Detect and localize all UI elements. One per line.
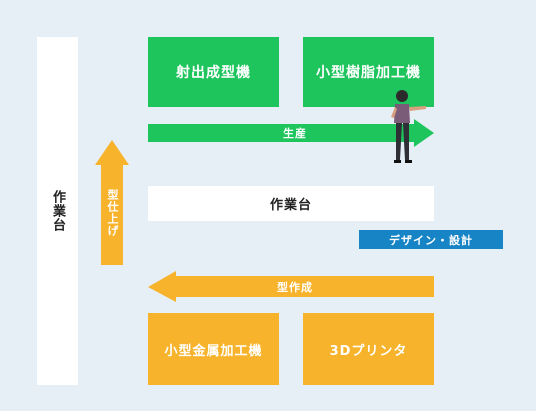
injection-molding-machine: 射出成型機	[148, 37, 279, 107]
workbench-center-label: 作業台	[269, 198, 312, 213]
mold-finishing-arrow	[95, 140, 129, 265]
workbench-center: 作業台	[148, 186, 434, 221]
presenter-figure	[391, 90, 426, 163]
mold-making-arrow-label: 型作成	[277, 281, 313, 294]
production-arrow	[148, 119, 434, 147]
printer-3d: 3Dプリンタ	[303, 313, 434, 385]
design-badge: デザイン・設計	[359, 230, 503, 249]
small-resin-label: 小型樹脂加工機	[316, 65, 421, 81]
printer-3d-label: 3Dプリンタ	[329, 343, 408, 359]
small-metal-machine: 小型金属加工機	[148, 313, 279, 385]
small-metal-label: 小型金属加工機	[164, 343, 263, 359]
workbench-left: 作業台	[37, 37, 78, 385]
small-resin-machine: 小型樹脂加工機	[303, 37, 434, 107]
production-arrow-label: 生産	[283, 127, 307, 140]
workbench-left-label: 作業台	[50, 190, 65, 232]
mold-making-arrow	[148, 271, 434, 302]
mold-finishing-arrow-label: 型仕上げ	[106, 189, 119, 237]
injection-molding-label: 射出成型機	[176, 65, 251, 81]
